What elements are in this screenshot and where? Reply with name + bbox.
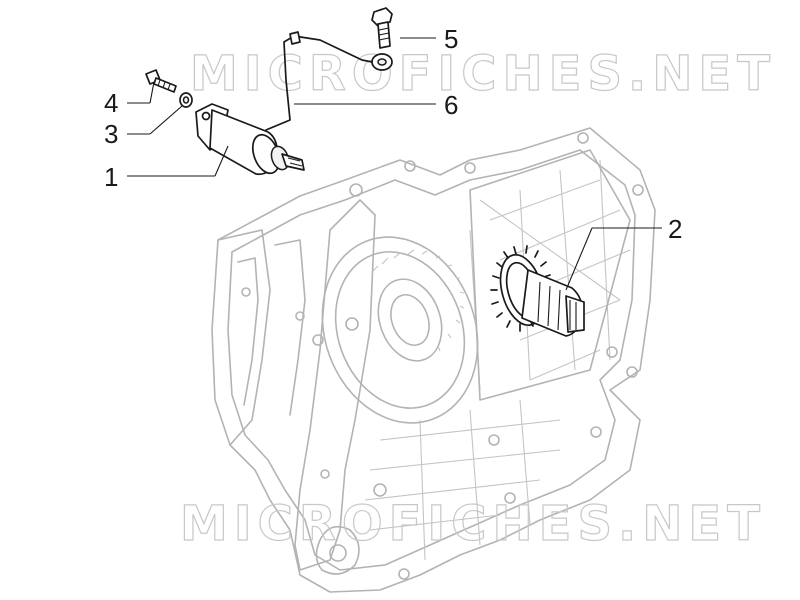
bolt [371, 7, 393, 71]
leader-lines [127, 37, 662, 291]
screw [145, 69, 177, 93]
watermark-top: MICROFICHES.NET [190, 46, 776, 102]
callout-6: 6 [444, 90, 458, 120]
callout-2: 2 [668, 214, 682, 244]
callout-4: 4 [104, 88, 118, 118]
starter-cable [265, 31, 373, 131]
callout-5: 5 [444, 24, 458, 54]
starter-motor [195, 103, 305, 176]
callout-3: 3 [104, 119, 118, 149]
callout-1: 1 [104, 162, 118, 192]
watermark-bottom: MICROFICHES.NET [180, 496, 766, 552]
starter-gear [490, 245, 585, 337]
washer [179, 92, 193, 108]
